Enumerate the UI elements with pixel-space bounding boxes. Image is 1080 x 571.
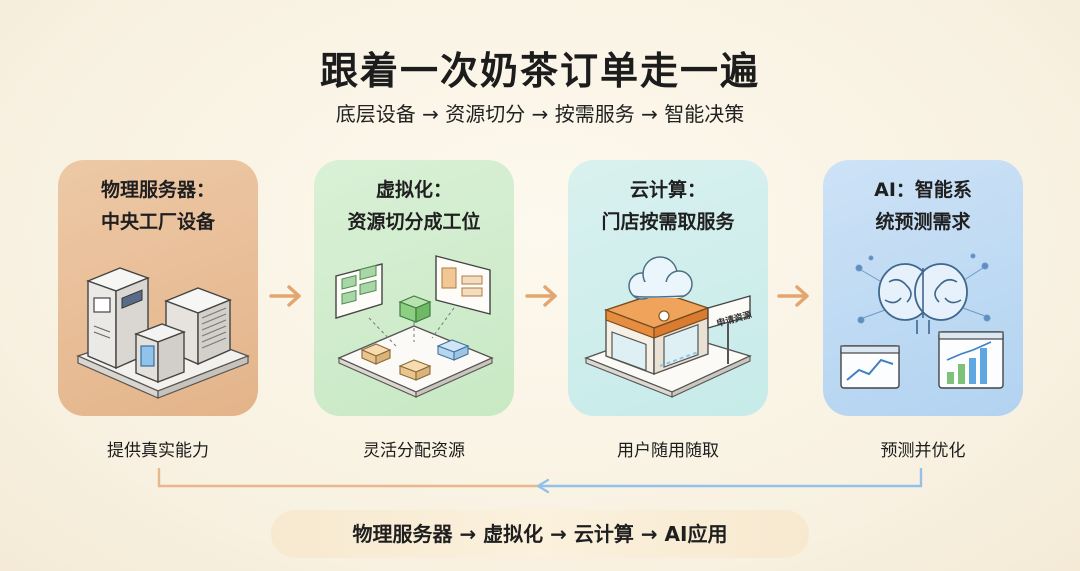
page-subtitle: 底层设备 → 资源切分 → 按需服务 → 智能决策	[335, 102, 745, 126]
step-caption: 灵活分配资源	[363, 441, 465, 461]
step-card-virtualization: 虚拟化： 资源切分成工位	[314, 160, 514, 416]
step-card-label: 虚拟化： 资源切分成工位	[314, 174, 514, 238]
step-label-line2: 门店按需取服务	[601, 211, 735, 233]
step-card-physical-server: 物理服务器： 中央工厂设备	[58, 160, 258, 416]
step-caption: 用户随用随取	[617, 441, 719, 461]
step-card-ai: AI：智能系 统预测需求	[823, 160, 1023, 416]
summary-flow-banner: 物理服务器 → 虚拟化 → 云计算 → AI应用	[271, 510, 809, 558]
step-label-line2: 资源切分成工位	[347, 211, 481, 233]
server-rack-icon	[76, 267, 250, 399]
step-label-line1: AI：智能系	[874, 179, 972, 201]
step-caption: 提供真实能力	[107, 441, 209, 461]
step-label-line1: 云计算：	[629, 179, 706, 201]
step-card-label: 物理服务器： 中央工厂设备	[58, 174, 258, 238]
page-title: 跟着一次奶茶订单走一遍	[319, 49, 760, 93]
ai-brain-icon	[840, 253, 1004, 389]
virtualization-icon	[335, 255, 494, 398]
arrow-right-icon	[525, 285, 557, 307]
step-label-line2: 中央工厂设备	[100, 211, 215, 233]
step-label-line1: 物理服务器：	[100, 179, 215, 201]
step-card-label: AI：智能系 统预测需求	[823, 174, 1023, 238]
cloud-store-icon	[584, 256, 752, 398]
arrow-right-icon	[777, 285, 809, 307]
step-card-label: 云计算： 门店按需取服务	[568, 174, 768, 238]
step-caption: 预测并优化	[880, 441, 966, 461]
step-card-cloud: 云计算： 门店按需取服务 申请资源	[568, 160, 768, 416]
arrow-right-icon	[269, 285, 301, 307]
step-label-line2: 统预测需求	[875, 211, 971, 233]
step-label-line1: 虚拟化：	[375, 179, 452, 201]
